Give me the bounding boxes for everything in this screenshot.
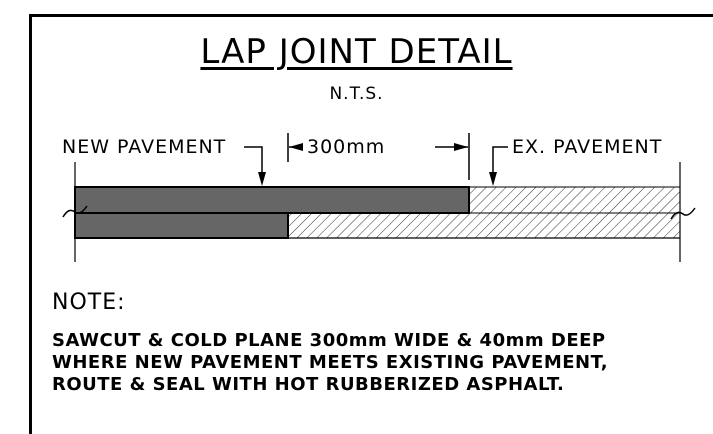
dimension-arrow-left [289,143,303,151]
note-line-2: WHERE NEW PAVEMENT MEETS EXISTING PAVEME… [52,352,609,373]
break-symbol-right [670,207,696,220]
existing-pavement-lower [287,212,681,239]
ex-pavement-arrowhead [489,172,497,186]
note-heading: NOTE: [52,290,126,315]
new-pavement-arrowhead [258,172,266,186]
new-pavement-lower [74,212,289,239]
new-pavement-upper [74,186,470,214]
new-pavement-label: NEW PAVEMENT [62,136,227,158]
new-pavement-leader [244,146,263,180]
note-line-3: ROUTE & SEAL WITH HOT RUBBERIZED ASPHALT… [52,374,565,395]
note-line-1: SAWCUT & COLD PLANE 300mm WIDE & 40mm DE… [52,330,606,351]
break-symbol-left [62,205,88,218]
dimension-arrow-right [454,143,468,151]
dimension-label: 300mm [307,136,386,158]
ex-pavement-leader [492,146,508,180]
existing-pavement-upper [468,186,681,214]
drawing-frame [29,14,713,434]
scale-label: N.T.S. [329,84,384,104]
lap-joint-drawing [62,133,696,262]
detail-title: LAP JOINT DETAIL [200,32,513,72]
ex-pavement-label: EX. PAVEMENT [512,136,663,158]
